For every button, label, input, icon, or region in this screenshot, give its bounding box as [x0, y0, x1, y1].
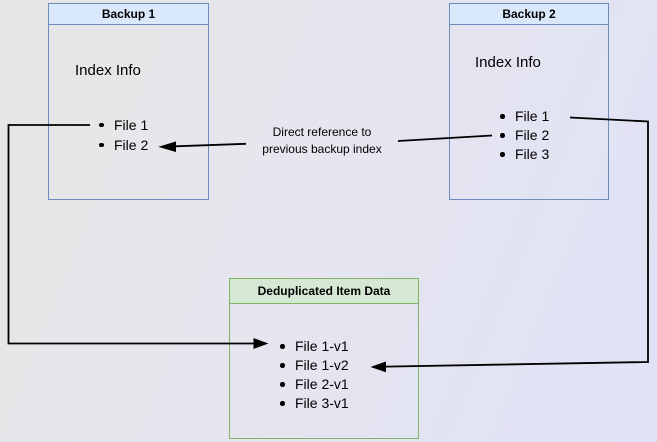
- backup1-file-list: File 1 File 2: [99, 115, 148, 155]
- backup1-header: Backup 1: [49, 4, 208, 25]
- backup1-box: Backup 1: [48, 3, 209, 200]
- list-item: File 1-v2: [280, 356, 349, 375]
- backup2-index-info-label: Index Info: [475, 54, 541, 71]
- dedup-item-list: File 1-v1 File 1-v2 File 2-v1 File 3-v1: [280, 337, 349, 413]
- dedup-header: Deduplicated Item Data: [230, 279, 418, 304]
- list-item: File 2-v1: [280, 375, 349, 394]
- backup1-index-info-label: Index Info: [75, 62, 141, 79]
- file-list-item: File 2: [99, 135, 148, 155]
- backup2-title: Backup 2: [502, 7, 556, 21]
- file-list-item: File 1: [99, 115, 148, 135]
- list-item: File 3-v1: [280, 394, 349, 413]
- backup2-header: Backup 2: [450, 4, 608, 25]
- reference-edge-label-line1: Direct reference to: [272, 125, 372, 139]
- file-list-item: File 2: [500, 126, 549, 145]
- dedup-title: Deduplicated Item Data: [257, 284, 391, 298]
- list-item: File 1-v1: [280, 337, 349, 356]
- file-list-item: File 1: [500, 107, 549, 126]
- backup2-box: Backup 2: [449, 3, 609, 200]
- reference-edge-label: Direct reference to previous backup inde…: [236, 124, 408, 158]
- backup2-file-list: File 1 File 2 File 3: [500, 107, 549, 164]
- reference-edge-label-line2: previous backup index: [262, 142, 382, 156]
- file-list-item: File 3: [500, 145, 549, 164]
- backup1-title: Backup 1: [101, 7, 156, 21]
